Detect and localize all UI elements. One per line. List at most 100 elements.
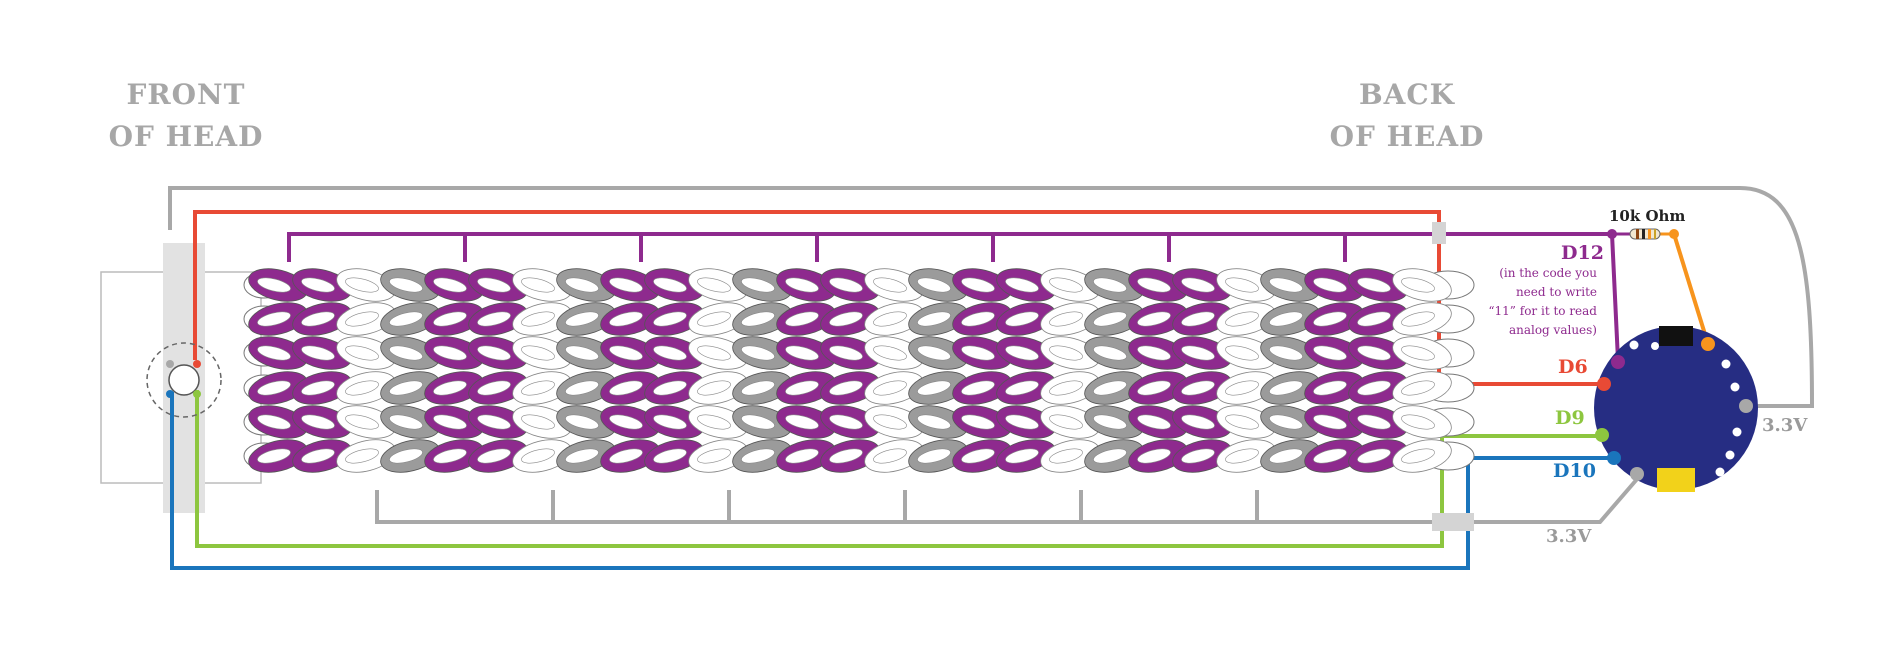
knit-stitch-hole <box>1049 311 1083 327</box>
knit-stitch-hole <box>1005 448 1039 464</box>
knit-stitch-hole <box>257 277 291 293</box>
knit-stitch-hole <box>829 448 863 464</box>
knit-stitch-hole <box>1093 345 1127 361</box>
knit-stitch-hole <box>609 448 643 464</box>
knit-stitch-hole <box>873 345 907 361</box>
knit-stitch-hole <box>389 345 423 361</box>
knit-stitch-hole <box>301 277 335 293</box>
knit-stitch-hole <box>257 345 291 361</box>
knit-stitch-hole <box>609 414 643 430</box>
knit-stitch-hole <box>1005 311 1039 327</box>
knit-stitch-hole <box>389 448 423 464</box>
knit-stitch-hole <box>389 380 423 396</box>
knit-stitch-hole <box>477 380 511 396</box>
knit-stitch-hole <box>345 448 379 464</box>
knit-stitch-hole <box>1225 448 1259 464</box>
knit-stitch-hole <box>1269 448 1303 464</box>
knit-stitch-hole <box>873 277 907 293</box>
knit-fabric <box>243 268 1475 473</box>
knit-stitch-hole <box>829 277 863 293</box>
wire-3v3-bottom-bus <box>375 476 1640 524</box>
knit-stitch-hole <box>433 380 467 396</box>
knit-stitch-hole <box>829 414 863 430</box>
knit-stitch-hole <box>521 345 555 361</box>
knit-stitch-hole <box>301 311 335 327</box>
knit-stitch-hole <box>1269 311 1303 327</box>
knit-stitch-hole <box>1181 414 1215 430</box>
knit-stitch-hole <box>785 414 819 430</box>
knit-stitch-hole <box>1049 414 1083 430</box>
knit-stitch-hole <box>565 277 599 293</box>
knit-stitch-hole <box>1357 277 1391 293</box>
wire-d6-red <box>193 210 1600 386</box>
knit-stitch-hole <box>1357 414 1391 430</box>
knit-stitch-hole <box>389 311 423 327</box>
knit-stitch-hole <box>1093 448 1127 464</box>
knit-stitch-hole <box>565 345 599 361</box>
knit-stitch-hole <box>609 311 643 327</box>
knit-stitch-hole <box>1401 414 1435 430</box>
knit-stitch-hole <box>917 448 951 464</box>
knit-stitch-hole <box>1225 311 1259 327</box>
knit-stitch-hole <box>433 414 467 430</box>
knit-stitch-hole <box>1313 448 1347 464</box>
knit-stitch-hole <box>301 380 335 396</box>
knit-stitch-hole <box>433 448 467 464</box>
front-of-head-label: FRONT OF HEAD <box>96 74 276 158</box>
knit-stitch-hole <box>1049 277 1083 293</box>
knit-stitch-hole <box>741 380 775 396</box>
wire-3v3-outer <box>168 186 1814 408</box>
knit-stitch-hole <box>697 345 731 361</box>
knit-stitch-hole <box>961 380 995 396</box>
knit-stitch-hole <box>345 345 379 361</box>
knit-stitch-hole <box>697 414 731 430</box>
knit-stitch-hole <box>653 311 687 327</box>
knit-stitch-hole <box>873 380 907 396</box>
knit-stitch-hole <box>1313 345 1347 361</box>
knit-stitch-hole <box>477 414 511 430</box>
knit-stitch-hole <box>1357 311 1391 327</box>
knit-stitch-hole <box>345 311 379 327</box>
knit-stitch-hole <box>1313 277 1347 293</box>
knit-stitch-hole <box>521 380 555 396</box>
knit-stitch-hole <box>829 311 863 327</box>
knit-stitch-hole <box>521 448 555 464</box>
knit-stitch-hole <box>1225 345 1259 361</box>
knit-stitch-hole <box>961 277 995 293</box>
knit-stitch-hole <box>1137 414 1171 430</box>
front-label-line1: FRONT <box>126 78 246 111</box>
knit-stitch-hole <box>961 345 995 361</box>
knit-stitch-hole <box>1181 380 1215 396</box>
knit-stitch-hole <box>521 414 555 430</box>
knit-stitch-hole <box>961 311 995 327</box>
knit-stitch-hole <box>477 448 511 464</box>
knit-stitch-hole <box>345 414 379 430</box>
resistor-label: 10k Ohm <box>1609 207 1686 225</box>
knit-stitch-hole <box>389 277 423 293</box>
knit-stitch-hole <box>1181 277 1215 293</box>
knit-stitch-hole <box>565 414 599 430</box>
knit-stitch-hole <box>565 311 599 327</box>
knit-stitch-hole <box>1137 448 1171 464</box>
wire-d10-blue <box>170 392 1616 570</box>
knit-stitch-hole <box>1093 277 1127 293</box>
knit-stitch-hole <box>389 414 423 430</box>
knit-stitch-hole <box>873 311 907 327</box>
knit-stitch-hole <box>1401 380 1435 396</box>
knit-stitch-hole <box>1049 448 1083 464</box>
knit-stitch-hole <box>785 277 819 293</box>
d6-label: D6 <box>1558 356 1588 378</box>
knit-stitch-hole <box>301 345 335 361</box>
knit-stitch-hole <box>1225 277 1259 293</box>
knit-stitch-hole <box>1049 345 1083 361</box>
back-label-line1: BACK <box>1358 78 1455 111</box>
knit-stitch-hole <box>1313 414 1347 430</box>
circular-microcontroller-board-icon <box>1594 326 1758 492</box>
knit-stitch-hole <box>1137 311 1171 327</box>
knit-stitch-hole <box>653 448 687 464</box>
d12-note-line3: “11” for it to read <box>1488 304 1597 318</box>
knit-stitch-hole <box>1269 380 1303 396</box>
knit-stitch-hole <box>829 345 863 361</box>
knit-stitch-hole <box>1357 448 1391 464</box>
knit-stitch-hole <box>1181 311 1215 327</box>
